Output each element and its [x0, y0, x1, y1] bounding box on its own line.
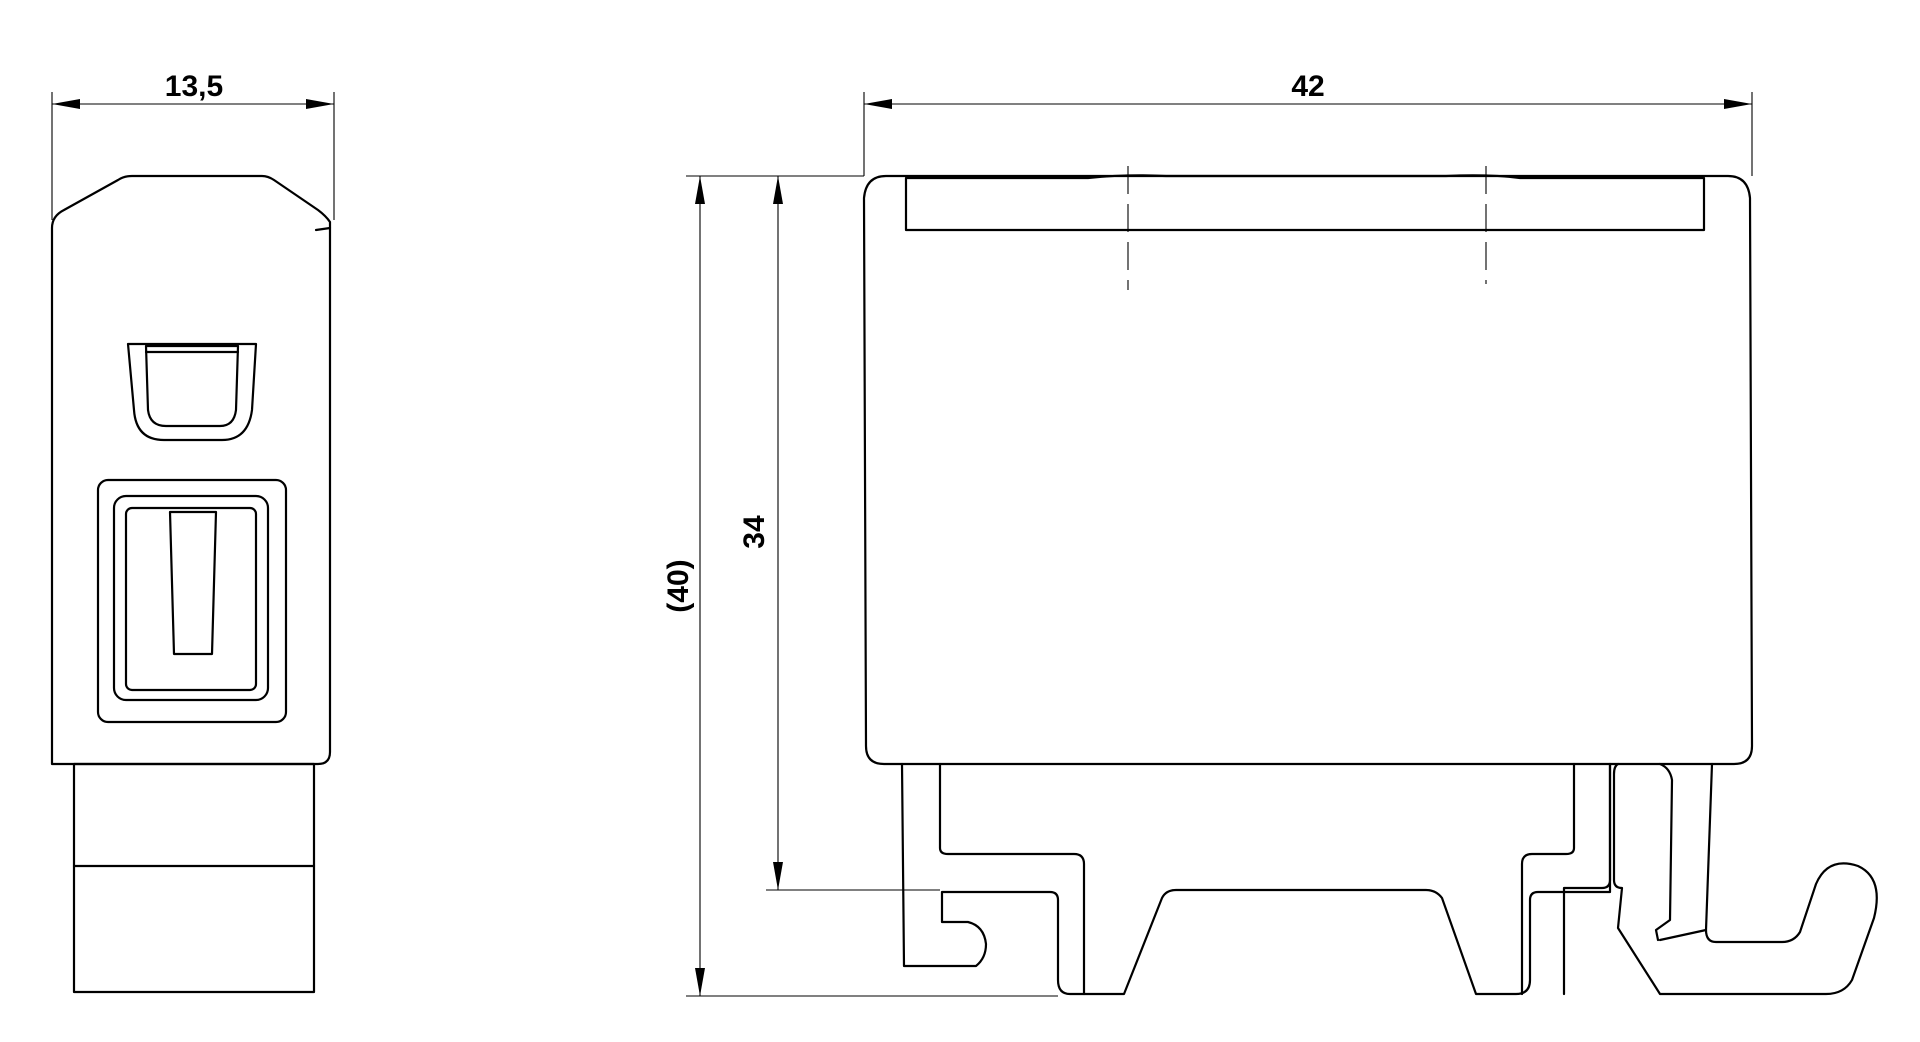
- screw-slot: [168, 510, 218, 656]
- side-view-foot: [72, 762, 316, 994]
- side-view: 13,5: [50, 70, 335, 994]
- screw-window-frame: [112, 494, 270, 702]
- spring-clip-arm: [1654, 762, 1674, 942]
- dim-front-width-label: 42: [1291, 70, 1324, 103]
- dim-side-width-arrow-left: [52, 99, 80, 109]
- side-view-body: [50, 174, 332, 766]
- dim-front-width-arrow-right: [1724, 99, 1752, 109]
- rail-foot-inner-left: [938, 762, 1086, 996]
- screw-window-outer: [96, 478, 288, 724]
- dim-front-width-arrow-left: [864, 99, 892, 109]
- side-view-chamfer-notch: [314, 226, 332, 232]
- dim-height-body-label: 34: [738, 515, 771, 549]
- screw-window-inner: [124, 506, 258, 692]
- spring-clip-hook: [1612, 762, 1878, 996]
- dim-height-total-arrow-bottom: [695, 968, 705, 996]
- rail-foot-inner-right: [1520, 762, 1576, 996]
- dim-height-body-arrow-bottom: [773, 862, 783, 890]
- dim-height-total-arrow-top: [695, 176, 705, 204]
- spring-clip-tip: [1658, 928, 1708, 942]
- top-clip-outer: [126, 342, 258, 442]
- rail-foot-outline: [900, 762, 1612, 996]
- dim-height-total-label: (40): [662, 559, 695, 612]
- front-view-body: [862, 174, 1754, 766]
- dim-side-width-label: 13,5: [165, 70, 223, 103]
- label-strip: [904, 174, 1706, 232]
- dim-side-width-arrow-right: [306, 99, 334, 109]
- front-view: 42 (40) 34: [662, 70, 1878, 997]
- dim-height-body-arrow-top: [773, 176, 783, 204]
- rail-foot-slot: [1562, 762, 1612, 996]
- top-clip-inner: [144, 344, 240, 428]
